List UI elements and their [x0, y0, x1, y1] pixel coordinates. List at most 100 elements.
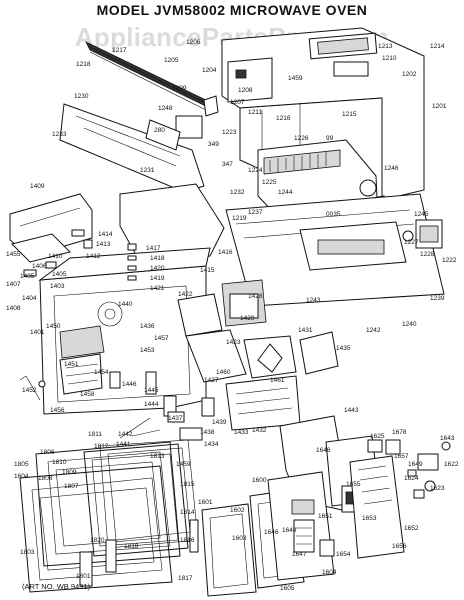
- label-1813: 1813: [150, 453, 165, 460]
- label-1205: 1205: [164, 57, 179, 64]
- label-1243: 1243: [306, 297, 321, 304]
- interlock-switches: [109, 371, 215, 441]
- label-1232: 1232: [230, 189, 245, 196]
- label-1219: 1219: [232, 215, 247, 222]
- label-1404: 1404: [22, 295, 37, 302]
- label-1652: 1652: [404, 525, 419, 532]
- label-1431: 1431: [298, 327, 313, 334]
- label-280: 280: [154, 127, 165, 134]
- label-1815: 1815: [180, 481, 195, 488]
- label-1433: 1433: [234, 429, 249, 436]
- label-1201: 1201: [432, 103, 447, 110]
- label-1647: 1647: [292, 551, 307, 558]
- air-duct: [119, 183, 225, 263]
- label-1223: 1223: [222, 129, 237, 136]
- label-1643: 1643: [440, 435, 455, 442]
- label-1246: 1246: [384, 165, 399, 172]
- label-1228: 1228: [420, 251, 435, 258]
- oven-cavity: [38, 247, 211, 415]
- label-1432: 1432: [252, 427, 267, 434]
- label-1806: 1806: [40, 449, 55, 456]
- label-1602: 1602: [230, 507, 245, 514]
- label-1648: 1648: [282, 527, 297, 534]
- label-1217: 1217: [112, 47, 127, 54]
- label-1204: 1204: [202, 67, 217, 74]
- label-1227: 1227: [404, 239, 419, 246]
- label-1624: 1624: [404, 475, 419, 482]
- label-1202: 1202: [402, 71, 417, 78]
- label-1600: 1600: [252, 477, 267, 484]
- label-1601: 1601: [198, 499, 213, 506]
- label-1805: 1805: [14, 461, 29, 468]
- transformer: [402, 219, 443, 249]
- control-rail: [59, 103, 205, 193]
- label-1244: 1244: [278, 189, 293, 196]
- label-1456: 1456: [50, 407, 65, 414]
- label-1218: 1218: [76, 61, 91, 68]
- label-1240: 1240: [402, 321, 417, 328]
- label-1415: 1415: [200, 267, 215, 274]
- label-1435: 1435: [336, 345, 351, 352]
- label-1422: 1422: [178, 291, 193, 298]
- label-1817: 1817: [178, 575, 193, 582]
- label-1438: 1438: [200, 429, 215, 436]
- label-1646-b: 1646: [264, 529, 279, 536]
- label-1451: 1451: [64, 361, 79, 368]
- label-1814: 1814: [180, 509, 195, 516]
- label-1445: 1445: [144, 387, 159, 394]
- label-1446: 1446: [122, 381, 137, 388]
- label-1810: 1810: [52, 459, 67, 466]
- label-1625: 1625: [370, 433, 385, 440]
- label-1225: 1225: [262, 179, 277, 186]
- label-1444: 1444: [144, 401, 159, 408]
- magnetron: [177, 279, 267, 383]
- label-1420: 1420: [150, 265, 165, 272]
- label-1416: 1416: [218, 249, 233, 256]
- label-1803: 1803: [20, 549, 35, 556]
- art-number: (ART NO. WB 9491): [22, 582, 91, 591]
- label-1419: 1419: [150, 275, 165, 282]
- label-1461: 1461: [270, 377, 285, 384]
- hv-components: [225, 331, 339, 431]
- label-1818: 1818: [124, 543, 139, 550]
- label-349: 349: [208, 141, 219, 148]
- label-1807: 1807: [64, 483, 79, 490]
- label-1646: 1646: [316, 447, 331, 454]
- label-1242: 1242: [366, 327, 381, 334]
- label-1656: 1656: [392, 543, 407, 550]
- label-1216: 1216: [276, 115, 291, 122]
- label-1678: 1678: [392, 429, 407, 436]
- label-1603: 1603: [232, 535, 247, 542]
- label-1410: 1410: [48, 253, 63, 260]
- vent-grille: [85, 41, 219, 117]
- label-1801: 1801: [76, 573, 91, 580]
- door-assembly: [19, 439, 199, 593]
- label-1427: 1427: [204, 377, 219, 384]
- label-1412: 1412: [86, 253, 101, 260]
- label-1405: 1405: [52, 271, 67, 278]
- label-1458: 1458: [80, 391, 95, 398]
- label-1809: 1809: [62, 469, 77, 476]
- label-1440: 1440: [118, 301, 133, 308]
- control-panel-frames: [201, 471, 335, 597]
- label-1248: 1248: [158, 105, 173, 112]
- label-1654: 1654: [336, 551, 351, 558]
- label-1401: 1401: [30, 329, 45, 336]
- label-1812: 1812: [94, 443, 109, 450]
- label-0035: 0035: [326, 211, 341, 218]
- label-1214: 1214: [430, 43, 445, 50]
- label-1210: 1210: [382, 55, 397, 62]
- label-1459-top: 1459: [288, 75, 303, 82]
- label-1421: 1421: [150, 285, 165, 292]
- label-1443: 1443: [344, 407, 359, 414]
- label-1222: 1222: [442, 257, 457, 264]
- label-1657: 1657: [394, 453, 409, 460]
- label-1453: 1453: [140, 347, 155, 354]
- label-1237: 1237: [248, 209, 263, 216]
- label-1423: 1423: [226, 339, 241, 346]
- label-1441: 1441: [116, 441, 131, 448]
- label-1428: 1428: [248, 293, 263, 300]
- label-1808: 1808: [38, 475, 53, 482]
- label-1224: 1224: [248, 167, 263, 174]
- label-1457: 1457: [154, 335, 169, 342]
